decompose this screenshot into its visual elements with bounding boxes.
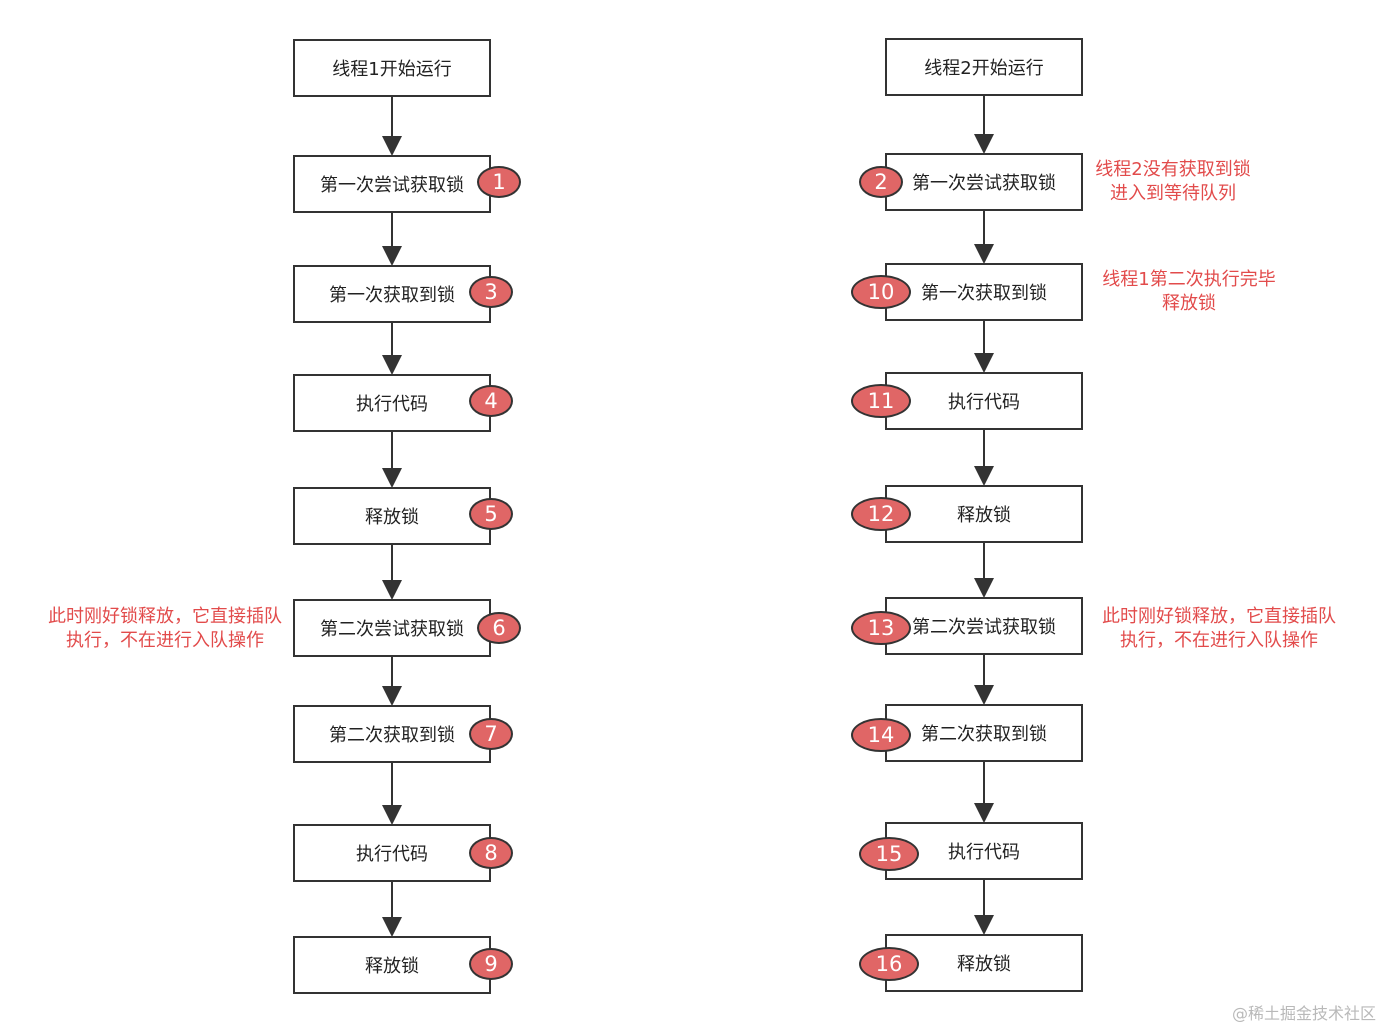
step-badge-14: 14 <box>851 718 911 752</box>
t2-waiting-queue-note: 线程2没有获取到锁 进入到等待队列 <box>1088 158 1258 206</box>
step-badge-1: 1 <box>477 166 521 198</box>
t1-cut-in-note-line1: 此时刚好锁释放，它直接插队 <box>48 606 282 627</box>
t2-second-acquired-node: 第二次获取到锁 <box>885 704 1083 762</box>
t1-first-try-node: 第一次尝试获取锁 <box>293 155 491 213</box>
t2-first-acquired-node: 第一次获取到锁 <box>885 263 1083 321</box>
t1-cut-in-note-line2: 执行，不在进行入队操作 <box>66 630 264 651</box>
step-badge-4: 4 <box>469 385 513 417</box>
step-badge-16: 16 <box>859 947 919 981</box>
t2-thread1-finished-note-line1: 线程1第二次执行完毕 <box>1102 269 1276 290</box>
step-badge-11: 11 <box>851 384 911 418</box>
step-badge-3: 3 <box>469 276 513 308</box>
t2-cut-in-note-line1: 此时刚好锁释放，它直接插队 <box>1102 606 1336 627</box>
t1-cut-in-note: 此时刚好锁释放，它直接插队 执行，不在进行入队操作 <box>38 605 292 653</box>
step-badge-6: 6 <box>477 612 521 644</box>
step-badge-15: 15 <box>859 837 919 871</box>
step-badge-13: 13 <box>851 611 911 645</box>
step-badge-7: 7 <box>469 718 513 750</box>
t1-execute2-node: 执行代码 <box>293 824 491 882</box>
t1-start-node: 线程1开始运行 <box>293 39 491 97</box>
t1-second-try-node: 第二次尝试获取锁 <box>293 599 491 657</box>
step-badge-10: 10 <box>851 275 911 309</box>
t2-thread1-finished-note: 线程1第二次执行完毕 释放锁 <box>1096 268 1282 316</box>
step-badge-8: 8 <box>469 837 513 869</box>
t2-second-try-node: 第二次尝试获取锁 <box>885 597 1083 655</box>
step-badge-9: 9 <box>469 948 513 980</box>
t2-release-node: 释放锁 <box>885 485 1083 543</box>
watermark: @稀土掘金技术社区 <box>1231 1004 1376 1023</box>
step-badge-12: 12 <box>851 497 911 531</box>
t1-second-acquired-node: 第二次获取到锁 <box>293 705 491 763</box>
step-badge-2: 2 <box>859 166 903 198</box>
t1-first-acquired-node: 第一次获取到锁 <box>293 265 491 323</box>
t2-start-node: 线程2开始运行 <box>885 38 1083 96</box>
t2-waiting-queue-note-line2: 进入到等待队列 <box>1110 183 1236 204</box>
t1-release-node: 释放锁 <box>293 487 491 545</box>
t2-cut-in-note-line2: 执行，不在进行入队操作 <box>1120 630 1318 651</box>
t2-waiting-queue-note-line1: 线程2没有获取到锁 <box>1095 159 1251 180</box>
step-badge-5: 5 <box>469 498 513 530</box>
t1-execute-node: 执行代码 <box>293 374 491 432</box>
t2-cut-in-note: 此时刚好锁释放，它直接插队 执行，不在进行入队操作 <box>1091 605 1347 653</box>
t2-first-try-node: 第一次尝试获取锁 <box>885 153 1083 211</box>
t1-release2-node: 释放锁 <box>293 936 491 994</box>
t2-thread1-finished-note-line2: 释放锁 <box>1162 293 1216 314</box>
t2-execute-node: 执行代码 <box>885 372 1083 430</box>
